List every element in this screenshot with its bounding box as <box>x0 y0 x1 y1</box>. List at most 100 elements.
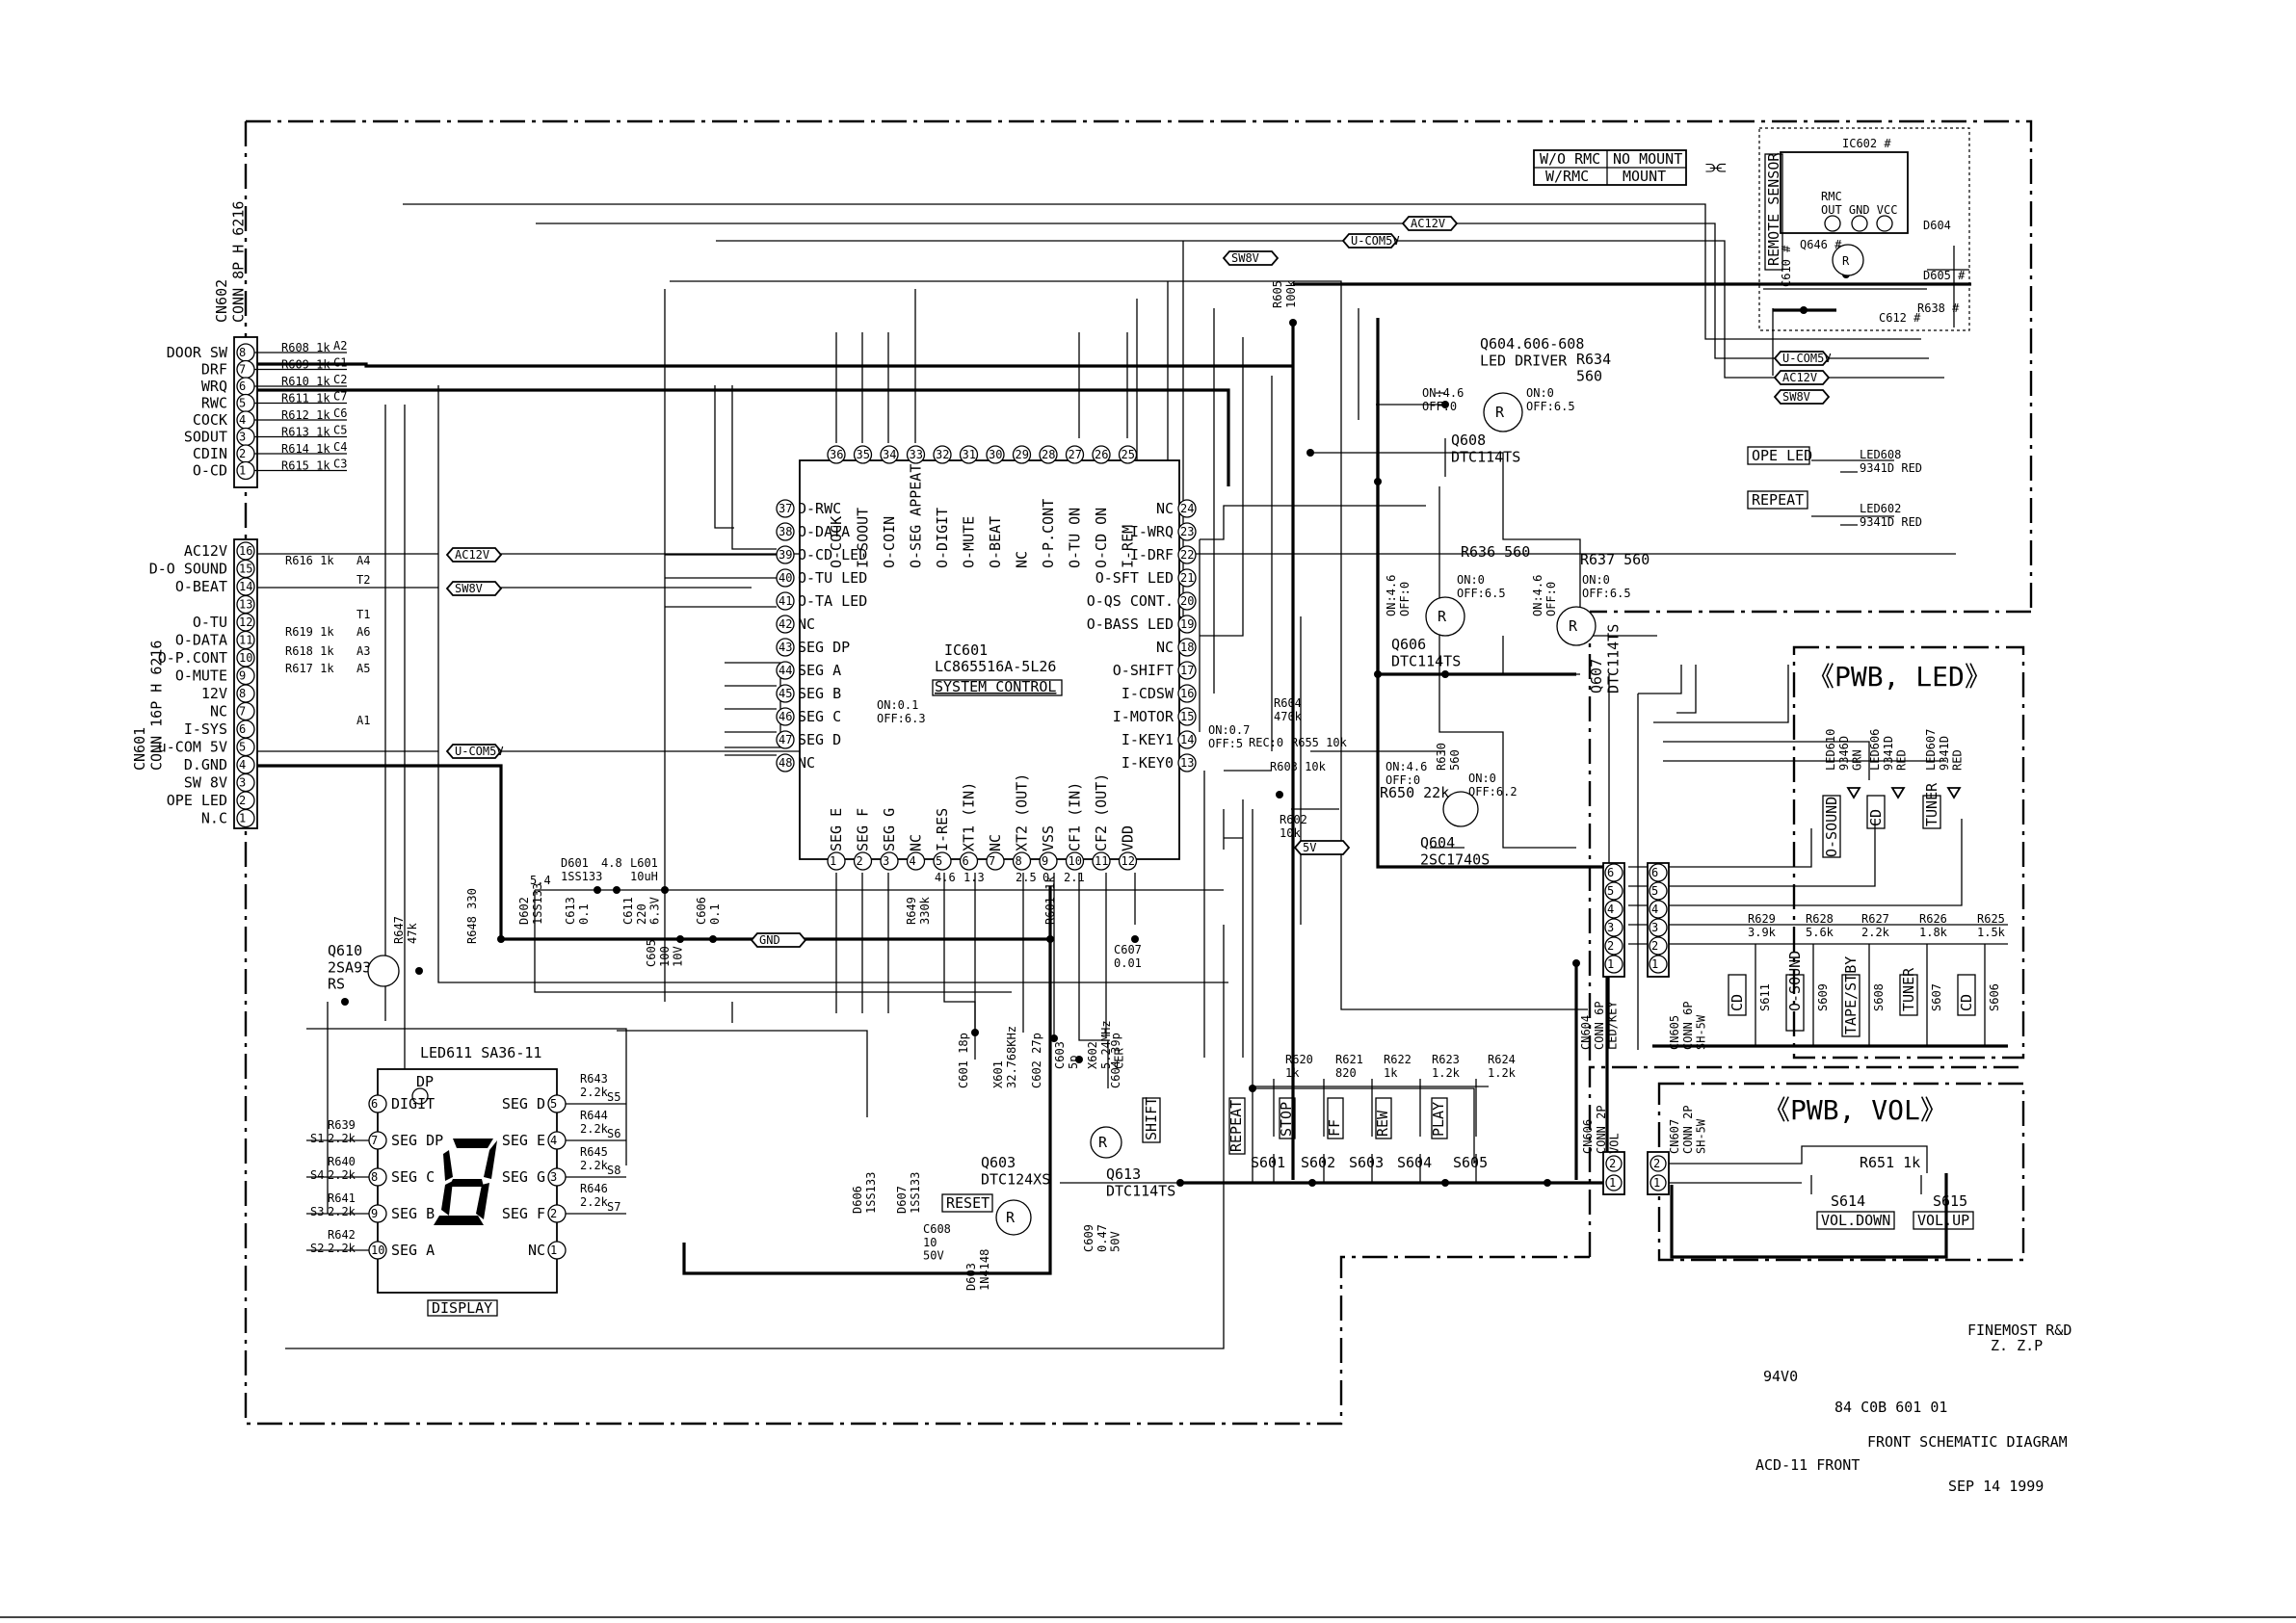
svg-text:R: R <box>1098 1134 1108 1151</box>
pin-number: 5 <box>239 741 246 754</box>
wire-tag <box>1341 233 1399 249</box>
connector-pin <box>1649 918 1668 937</box>
pin-number: 40 <box>779 571 792 585</box>
net-label: S6 <box>607 1127 620 1140</box>
connector-label: O-CD <box>193 462 227 480</box>
resistor-label: R619 1k <box>285 625 334 639</box>
ic-pin-label: SEG D <box>798 731 841 748</box>
pin-number: 8 <box>1016 854 1022 868</box>
svg-text:OPE LED: OPE LED <box>1752 447 1812 464</box>
net-label: C5 <box>333 424 347 437</box>
svg-text:C604 39p: C604 39p <box>1109 1033 1122 1088</box>
ic-pin-left <box>776 684 795 703</box>
ic-pin-label: O-CD LED <box>798 546 867 563</box>
pin-number: 10 <box>371 1243 384 1257</box>
pin-number: 22 <box>1180 548 1194 562</box>
pin-number: 17 <box>1180 664 1194 677</box>
connector-pin <box>1649 881 1668 901</box>
ic-pin-bottom <box>1039 851 1058 871</box>
display-pin-label: SEG G <box>502 1168 545 1186</box>
svg-text:D6031N4148: D6031N4148 <box>964 1249 991 1291</box>
resistor-label: R610 1k <box>281 375 330 388</box>
pin-number: 39 <box>779 548 792 562</box>
svg-text:NO MOUNT: NO MOUNT <box>1613 150 1682 168</box>
svg-text:94V0: 94V0 <box>1763 1368 1798 1385</box>
ic-pin-label: D-RWC <box>798 500 841 517</box>
key-label: TAPE/STBY <box>1842 956 1860 1034</box>
ic-pin-label: SEG E <box>828 808 845 851</box>
ic-pin-label: I-REM <box>1120 525 1137 568</box>
pin-number: 38 <box>779 525 792 538</box>
remote-sensor-outline <box>1758 127 1970 331</box>
pin-number: 46 <box>779 710 792 723</box>
pin-number: 30 <box>989 448 1002 461</box>
svg-text:1: 1 <box>1609 1176 1616 1190</box>
key-label: O-SOUND <box>1786 951 1804 1011</box>
ic-pin-label: I-WRQ <box>1130 523 1174 540</box>
connector-pin <box>1604 900 1623 919</box>
ic-title: SYSTEM CONTROL <box>935 678 1056 695</box>
svg-text:ACD-11 FRONT: ACD-11 FRONT <box>1755 1456 1860 1474</box>
connector-label: 12V <box>201 685 227 702</box>
key-label: PLAY <box>1430 1102 1447 1137</box>
ic-pin-right <box>1177 730 1197 749</box>
arrow-icon: ⫘ <box>1705 152 1727 179</box>
svg-text:2: 2 <box>1609 1157 1616 1170</box>
resistor-label: R616 1k <box>285 554 334 567</box>
wire-tag-label: AC12V <box>1411 217 1445 230</box>
net-label: C7 <box>333 390 347 404</box>
net-label: C2 <box>333 373 347 386</box>
pin-number: 32 <box>936 448 949 461</box>
pin-number: 14 <box>1180 733 1194 746</box>
junction-dots <box>341 271 1850 1187</box>
ic-pin-label: O-BASS LED <box>1087 615 1174 633</box>
net-label: C6 <box>333 406 347 420</box>
key-label: FF <box>1326 1119 1343 1137</box>
svg-text:VOL.UP: VOL.UP <box>1917 1212 1969 1229</box>
pwb-vol: 《PWB, VOL》 21 21 CN606CONN 2PVOL CN607CO… <box>1581 1094 1974 1230</box>
ic-pin-top <box>933 445 952 464</box>
key-label-box <box>1375 1097 1392 1139</box>
wire-tag <box>1773 370 1831 385</box>
pin-number: 3 <box>1607 921 1614 934</box>
pwb-led: 《PWB, LED》 LED6109346DGRNO-SOUNDLED60693… <box>1579 661 2006 1050</box>
svg-text:D6061SS133: D6061SS133 <box>851 1172 878 1214</box>
pin-number: 28 <box>1042 448 1055 461</box>
net-label: A1 <box>356 714 370 727</box>
switch-label: S607 <box>1930 983 1943 1011</box>
connector-label: RWC <box>201 395 227 412</box>
ic-pin-right <box>1177 661 1197 680</box>
pin-number: 41 <box>779 594 792 608</box>
display-pin-label: SEG DP <box>391 1132 443 1149</box>
pin-number: 2 <box>1651 939 1658 953</box>
pin-number: 16 <box>239 544 252 558</box>
wire-tag-label: SW8V <box>455 582 483 595</box>
svg-text:R64747k: R64747k <box>392 916 419 944</box>
connector-label: O-TU <box>193 614 227 631</box>
ic-pin-top <box>1092 445 1111 464</box>
switch-label: S601 <box>1251 1154 1285 1171</box>
svg-text:1.3: 1.3 <box>963 871 985 884</box>
pin-number: 29 <box>1016 448 1029 461</box>
svg-text:C610 #: C610 # <box>1780 245 1793 287</box>
wire-tag-label: AC12V <box>1782 371 1817 384</box>
pin-number: 6 <box>1651 866 1658 879</box>
ic-pin-label: I-KEY1 <box>1122 731 1174 748</box>
title-block: FINEMOST R&D Z. Z.P 94V0 84 C0B 601 01 F… <box>1755 1322 2072 1495</box>
connector-pin <box>1649 900 1668 919</box>
seven-segment-digit <box>434 1139 497 1225</box>
svg-text:X60132.768KHz: X60132.768KHz <box>991 1026 1018 1088</box>
